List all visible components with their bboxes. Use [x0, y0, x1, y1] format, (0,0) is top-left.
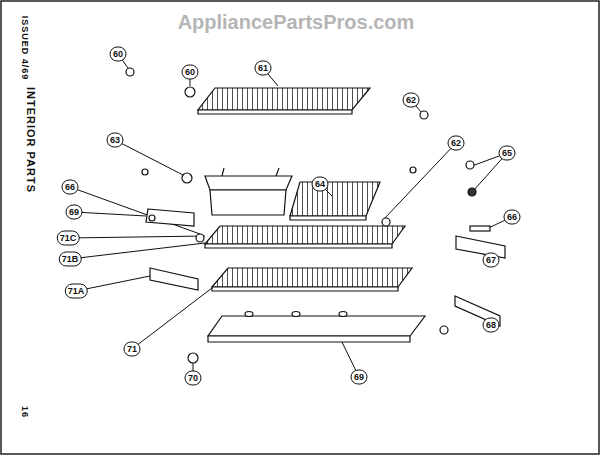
- callout-number: 60: [182, 65, 199, 80]
- callout-number: 66: [62, 180, 79, 195]
- callout-number: 63: [107, 133, 124, 148]
- callout-number: 71C: [57, 231, 80, 246]
- callout-number: 62: [448, 136, 465, 151]
- callout-number: 68: [483, 318, 500, 333]
- callout-number: 61: [255, 61, 272, 76]
- callout-number: 69: [351, 370, 368, 385]
- page-number: 16: [20, 406, 29, 418]
- callout-number: 71B: [59, 252, 82, 267]
- page-title: INTERIOR PARTS: [25, 87, 36, 193]
- callout-number: 65: [499, 146, 516, 161]
- callout-number: 70: [185, 371, 202, 386]
- callout-number: 71A: [65, 284, 88, 299]
- watermark: AppliancePartsPros.com: [178, 12, 415, 32]
- callout-number: 60: [110, 47, 127, 62]
- callout-number: 67: [483, 253, 500, 268]
- callout-number: 66: [504, 210, 521, 225]
- callout-number: 62: [403, 93, 420, 108]
- callout-number: 69: [66, 205, 83, 220]
- issue-date: ISSUED 4/69: [20, 16, 29, 81]
- callout-number: 71: [124, 342, 141, 357]
- callout-number: 64: [312, 177, 329, 192]
